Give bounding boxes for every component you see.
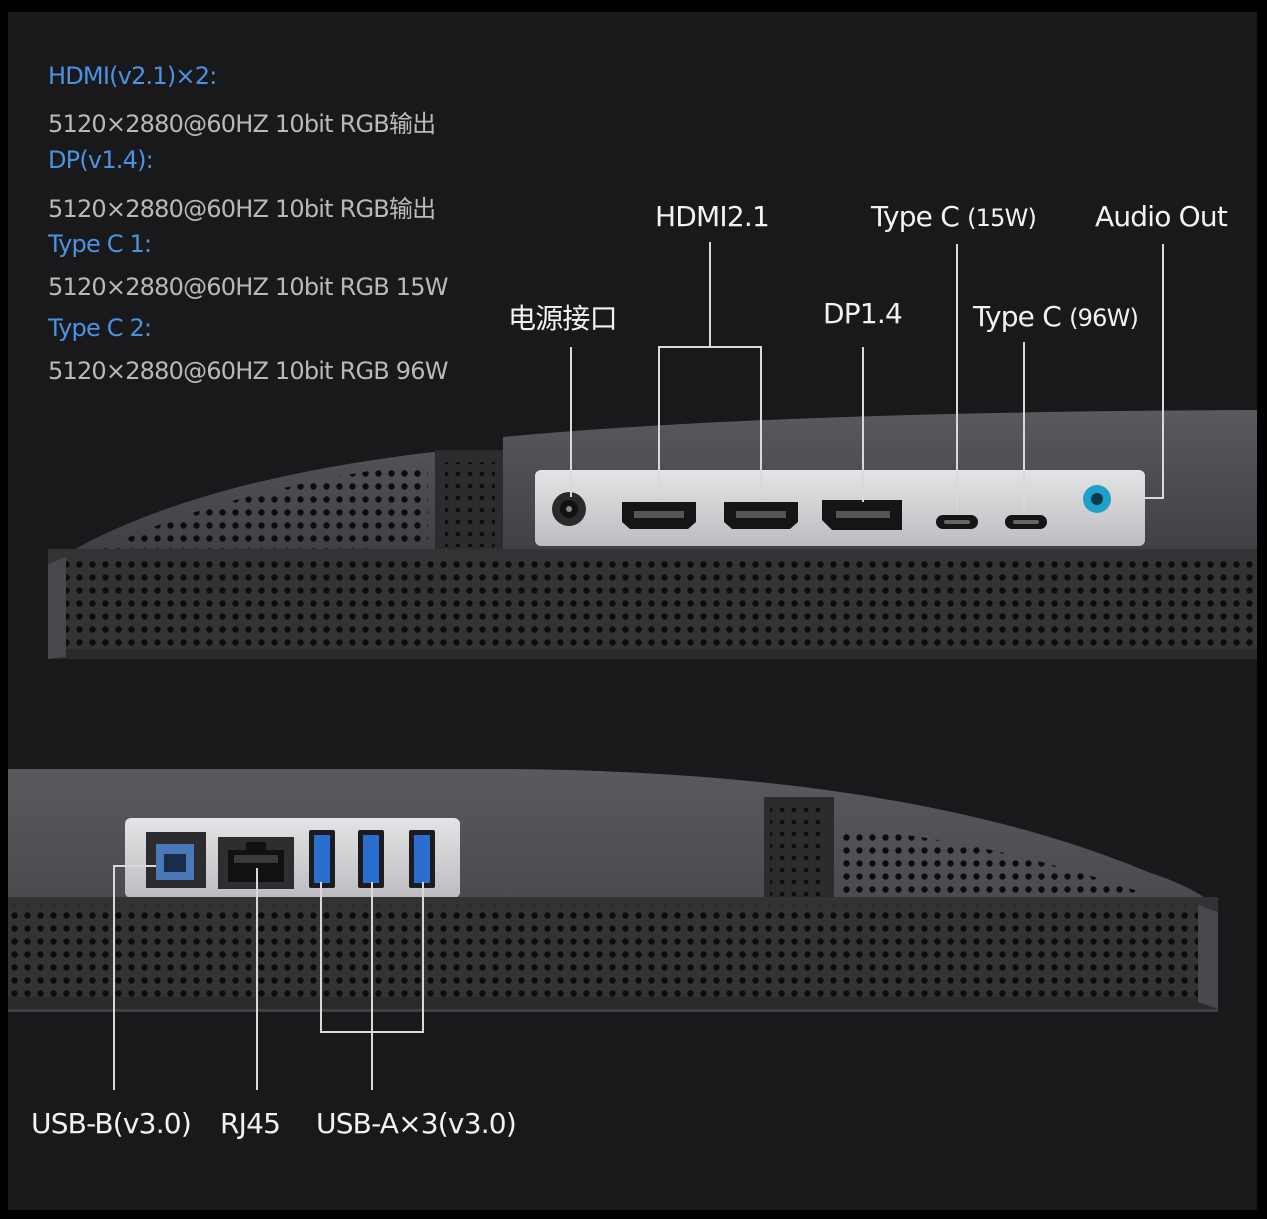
bottom-callout-lines <box>113 865 424 1090</box>
spec-value-typec1: 5120×2880@60HZ 10bit RGB 15W <box>48 273 448 301</box>
label-rj45: RJ45 <box>220 1107 281 1140</box>
top-callout-lines <box>570 242 1164 509</box>
spec-heading-typec1: Type C 1: <box>48 230 152 258</box>
label-audio-out: Audio Out <box>1095 200 1228 233</box>
spec-value-hdmi: 5120×2880@60HZ 10bit RGB输出 <box>48 110 436 138</box>
label-typec-96w-name: Type C <box>973 300 1062 333</box>
label-typec-15w: Type C (15W) <box>871 200 1037 233</box>
spec-heading-hdmi: HDMI(v2.1)×2: <box>48 62 217 90</box>
monitor-bottom-view <box>8 769 1218 1012</box>
label-typec-15w-name: Type C <box>871 200 960 233</box>
label-hdmi: HDMI2.1 <box>655 200 770 233</box>
spec-heading-typec2: Type C 2: <box>48 314 152 342</box>
label-usb-b: USB-B(v3.0) <box>31 1107 192 1140</box>
label-typec-15w-power: (15W) <box>967 204 1037 232</box>
monitor-illustration <box>8 242 1257 1090</box>
label-typec-96w-power: (96W) <box>1069 304 1139 332</box>
product-illustration: HDMI(v2.1)×2: 5120×2880@60HZ 10bit RGB输出… <box>8 12 1257 1210</box>
spec-value-typec2: 5120×2880@60HZ 10bit RGB 96W <box>48 357 448 385</box>
spec-heading-dp: DP(v1.4): <box>48 146 154 174</box>
label-usb-a: USB-A×3(v3.0) <box>316 1107 517 1140</box>
label-typec-96w: Type C (96W) <box>973 300 1139 333</box>
monitor-top-view <box>48 410 1257 659</box>
spec-value-dp: 5120×2880@60HZ 10bit RGB输出 <box>48 195 436 223</box>
label-power-port: 电源接口 <box>508 302 618 335</box>
label-dp: DP1.4 <box>823 297 903 330</box>
